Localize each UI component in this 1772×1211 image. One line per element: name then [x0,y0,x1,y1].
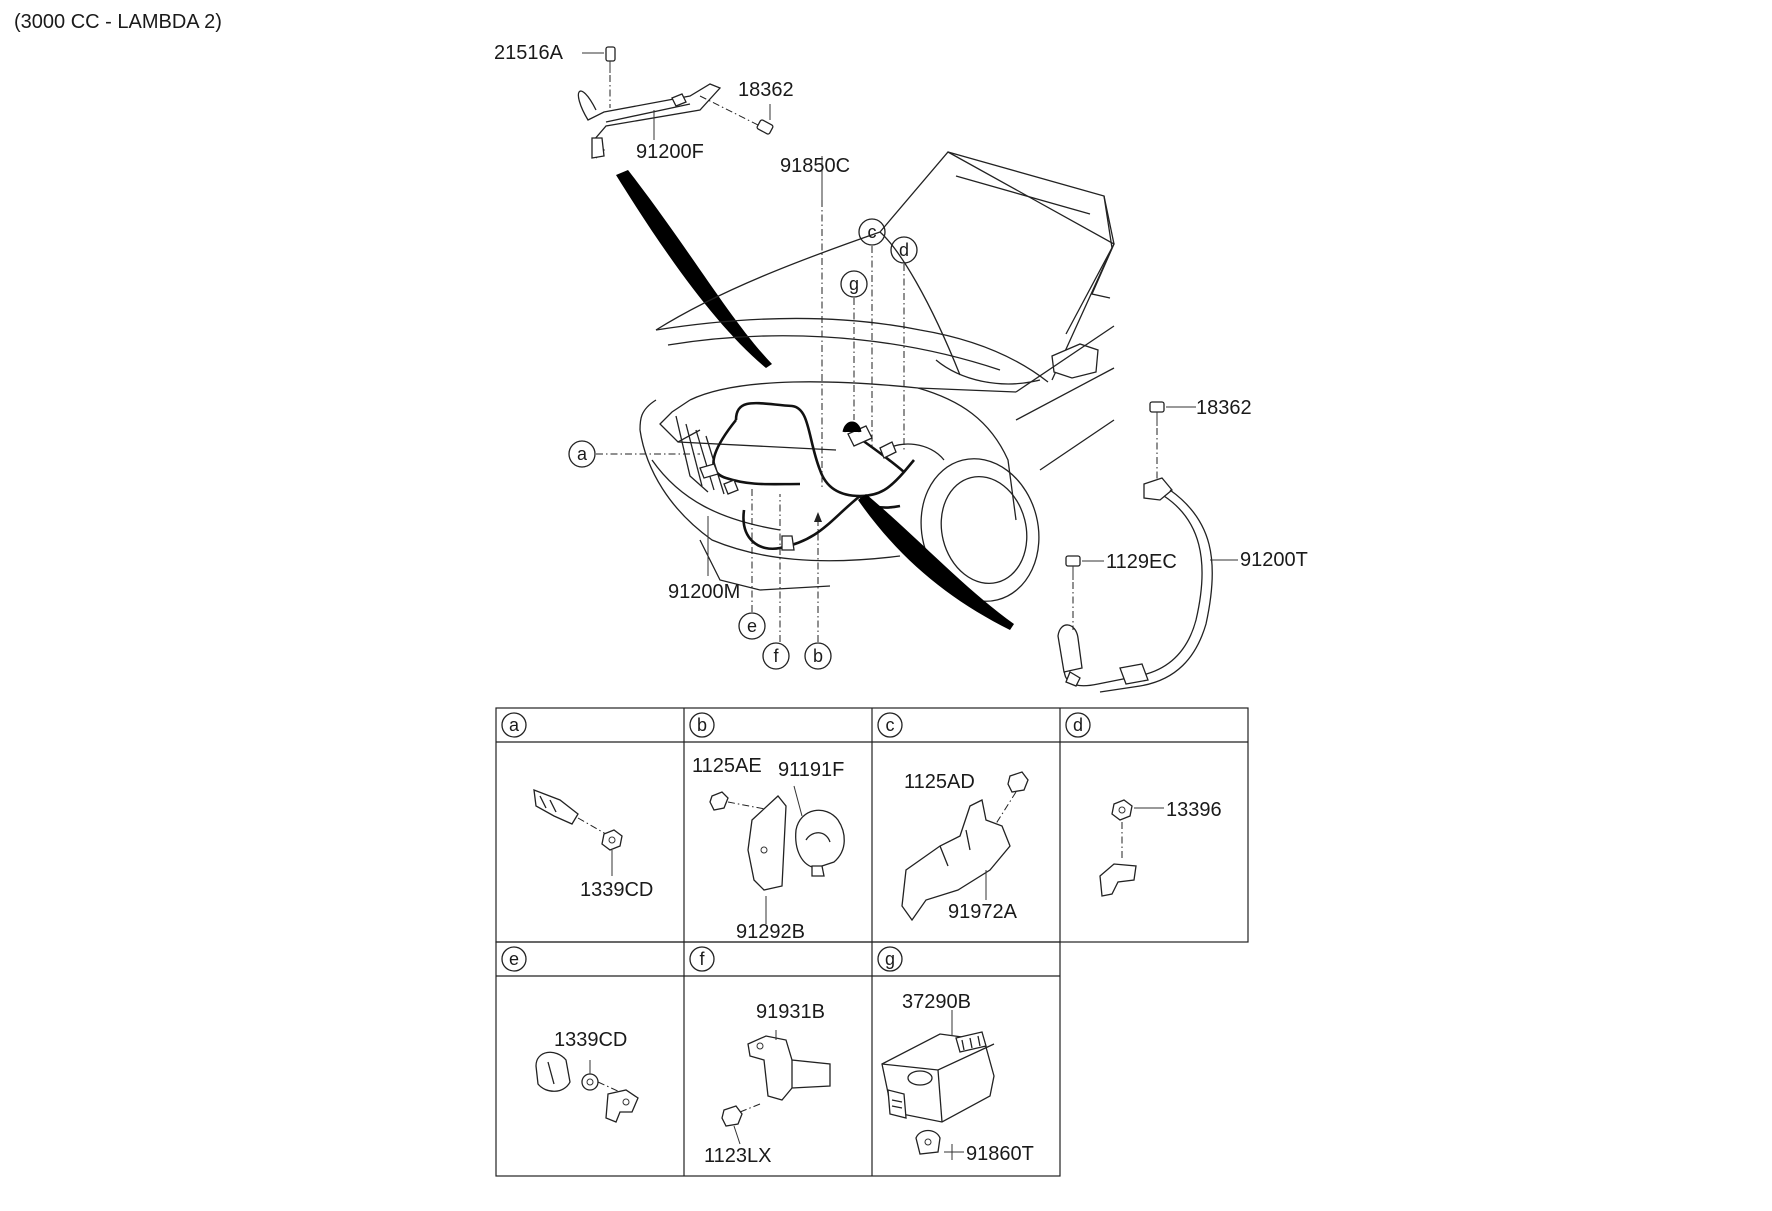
vehicle-outline [639,151,1115,602]
callout-c: c [858,218,886,448]
label-c-91972a: 91972A [948,901,1018,923]
detail-table [495,707,1249,1177]
svg-text:e: e [509,949,519,969]
label-d-13396: 13396 [1166,799,1222,821]
label-1129ec: 1129EC [1106,551,1177,573]
label-91200f: 91200F [636,141,704,163]
svg-text:c: c [868,222,877,242]
page-title: (3000 CC - LAMBDA 2) [14,11,222,33]
label-f-91931b: 91931B [756,1001,825,1023]
label-g-37290b: 37290B [902,991,971,1013]
callout-f: f [762,494,790,670]
label-91200m: 91200M [668,581,740,603]
callout-a: a [568,440,700,468]
ground-cable-91200t [1057,401,1238,693]
label-f-1123lx: 1123LX [704,1145,771,1167]
callout-e: e [738,486,766,640]
label-c-1125ad: 1125AD [904,771,975,793]
routing-band-upper [616,170,772,368]
label-a-1339cd: 1339CD [580,879,653,901]
detail-e-drawing [535,1051,639,1123]
svg-text:b: b [813,646,823,666]
cell-d-letter: d [1065,712,1091,738]
detail-d-drawing [1099,799,1164,897]
routing-band-lower [858,494,1014,630]
label-18362-right: 18362 [1196,397,1252,419]
label-e-1339cd: 1339CD [554,1029,627,1051]
callout-g: g [840,270,868,420]
detail-c-drawing [901,771,1029,922]
label-21516a: 21516A [494,42,564,64]
label-18362-top: 18362 [738,79,794,101]
cell-a-letter: a [501,712,527,738]
svg-text:g: g [849,274,859,294]
svg-text:c: c [886,715,895,735]
label-b-1125ae: 1125AE [692,755,762,777]
detail-g-drawing [881,1010,995,1160]
svg-text:d: d [899,240,909,260]
detail-b-drawing [709,785,845,924]
svg-text:b: b [697,715,707,735]
label-b-91292b: 91292B [736,921,805,943]
cell-c-letter: c [877,712,903,738]
label-g-91860t: 91860T [966,1143,1034,1165]
detail-f-drawing [721,1030,831,1145]
cell-f-letter: f [689,946,715,972]
callout-b: b [804,512,832,670]
detail-a-drawing [533,789,623,876]
svg-text:a: a [509,715,520,735]
label-b-91191f: 91191F [778,759,844,781]
cell-e-letter: e [501,946,527,972]
label-91850c: 91850C [780,155,850,177]
callout-d: d [890,236,918,450]
svg-text:f: f [773,646,779,666]
svg-text:e: e [747,616,757,636]
cell-b-letter: b [689,712,715,738]
svg-text:d: d [1073,715,1083,735]
label-91200t: 91200T [1240,549,1308,571]
svg-text:g: g [885,949,895,969]
svg-text:a: a [577,444,588,464]
ground-cable-91200f [577,46,774,159]
cell-g-letter: g [877,946,903,972]
svg-text:f: f [699,949,705,969]
